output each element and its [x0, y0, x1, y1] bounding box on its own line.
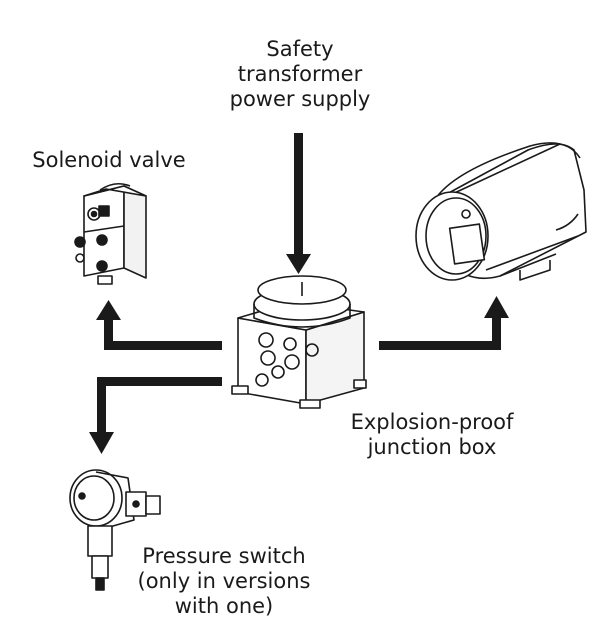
- label-explosion-proof-junction-box: Explosion-proof junction box: [322, 410, 542, 460]
- label-line: with one): [174, 594, 274, 618]
- arrow-junction-to-camera: [379, 296, 509, 350]
- label-line: Pressure switch: [142, 544, 306, 568]
- label-line: junction box: [367, 435, 497, 459]
- label-safety-transformer-power-supply: Safety transformer power supply: [200, 37, 400, 112]
- camera-housing-illustration: [415, 142, 587, 281]
- label-line: power supply: [229, 87, 371, 111]
- arrow-junction-to-pressure-switch: [89, 377, 222, 454]
- pressure-switch-illustration: [69, 469, 161, 591]
- junction-box-illustration: [231, 275, 367, 409]
- arrow-supply-to-junction: [286, 133, 311, 274]
- label-line: transformer: [237, 62, 363, 86]
- arrow-junction-to-solenoid: [96, 300, 222, 350]
- label-line: (only in versions: [137, 569, 311, 593]
- label-pressure-switch: Pressure switch (only in versions with o…: [112, 544, 336, 619]
- solenoid-valve-illustration: [74, 182, 147, 285]
- label-line: Solenoid valve: [32, 148, 186, 172]
- label-line: Explosion-proof: [350, 410, 514, 434]
- label-line: Safety: [266, 37, 334, 61]
- label-solenoid-valve: Solenoid valve: [14, 148, 204, 173]
